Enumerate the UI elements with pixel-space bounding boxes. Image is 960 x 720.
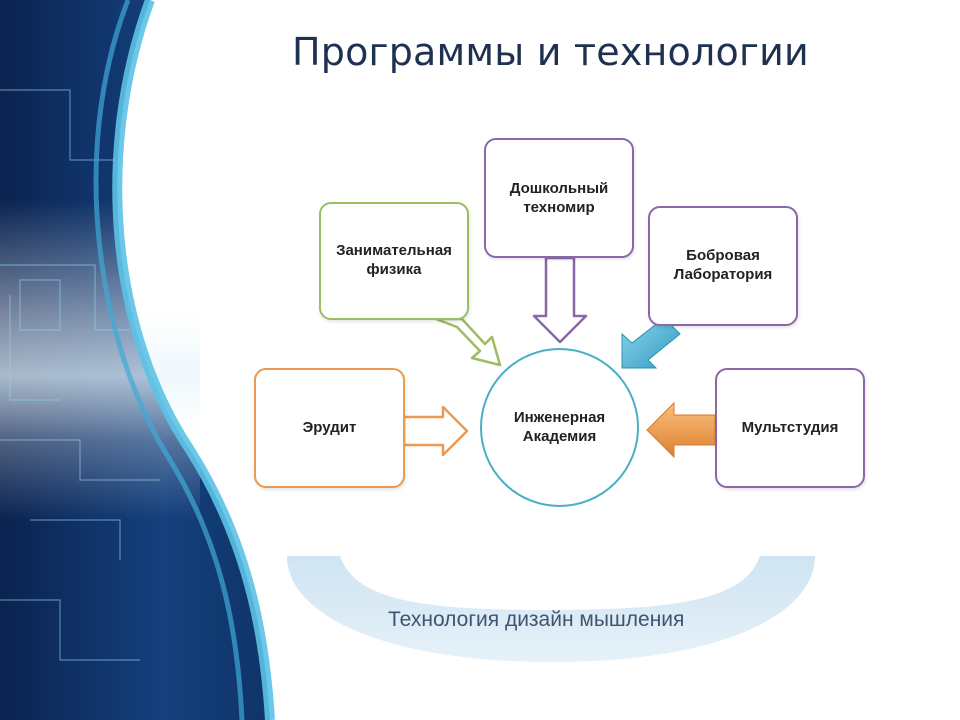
arrow-physics-icon (434, 317, 502, 367)
hub-engineering-academy: Инженерная Академия (480, 348, 639, 507)
node-erudit-label: Эрудит (302, 418, 357, 436)
page-title: Программы и технологии (292, 30, 809, 74)
arrow-multstudio-icon (646, 401, 716, 459)
node-physics: Занимательная физика (319, 202, 469, 320)
node-beaver-lab-label: Бобровая Лаборатория (673, 247, 773, 283)
node-beaver-lab: Бобровая Лаборатория (648, 206, 798, 326)
node-technomir: Дошкольный техномир (484, 138, 634, 258)
node-technomir-label: Дошкольный техномир (509, 180, 609, 216)
design-thinking-arc (287, 556, 815, 662)
arrow-erudit-icon (402, 405, 469, 457)
node-erudit: Эрудит (254, 368, 405, 488)
arrow-technomir-icon (532, 256, 588, 344)
design-thinking-label: Технология дизайн мышления (388, 608, 685, 631)
node-multstudio-label: Мультстудия (741, 418, 839, 436)
arrow-beaver-icon (621, 317, 681, 369)
node-physics-label: Занимательная физика (336, 242, 452, 278)
hub-label: Инженерная Академия (513, 408, 606, 445)
node-multstudio: Мультстудия (715, 368, 865, 488)
